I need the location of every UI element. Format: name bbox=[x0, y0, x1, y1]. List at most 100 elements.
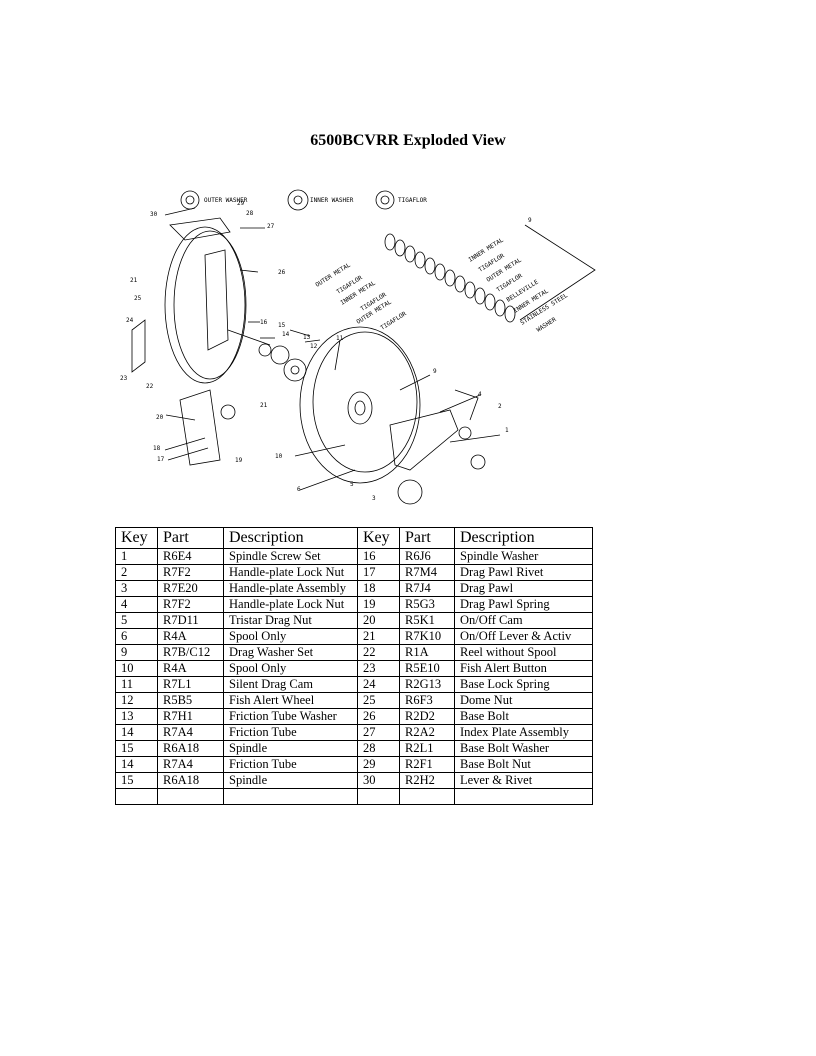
key-cell: 5 bbox=[115, 612, 158, 629]
key-cell: 11 bbox=[115, 676, 158, 693]
key-cell: 29 bbox=[357, 756, 400, 773]
callout-number: 28 bbox=[246, 210, 254, 217]
callout-number: 16 bbox=[260, 319, 268, 326]
table-header-row: Key Part Description Key Part Descriptio… bbox=[115, 527, 593, 549]
callout-number: 9 bbox=[528, 217, 532, 224]
callout-number: 17 bbox=[157, 456, 165, 463]
callout-number: 20 bbox=[156, 414, 164, 421]
key-cell: 15 bbox=[115, 772, 158, 789]
callout-number: 19 bbox=[235, 457, 243, 464]
callout-number: 29 bbox=[237, 200, 245, 207]
description-cell: Silent Drag Cam bbox=[223, 676, 358, 693]
part-cell: R7A4 bbox=[157, 756, 224, 773]
description-cell: Spindle Screw Set bbox=[223, 548, 358, 565]
description-cell: Handle-plate Lock Nut bbox=[223, 564, 358, 581]
key-cell: 27 bbox=[357, 724, 400, 741]
description-cell: Spindle bbox=[223, 740, 358, 757]
part-cell: R7B/C12 bbox=[157, 644, 224, 661]
key-cell: 17 bbox=[357, 564, 400, 581]
callout-number: 14 bbox=[282, 331, 290, 338]
part-cell: R7D11 bbox=[157, 612, 224, 629]
part-cell: R5B5 bbox=[157, 692, 224, 709]
callout-number: 1 bbox=[505, 427, 509, 434]
description-cell: Drag Pawl bbox=[454, 580, 593, 597]
key-cell: 25 bbox=[357, 692, 400, 709]
description-cell: On/Off Cam bbox=[454, 612, 593, 629]
part-cell: R7F2 bbox=[157, 596, 224, 613]
callout-number: 4 bbox=[478, 391, 482, 398]
callout-number: 10 bbox=[275, 453, 283, 460]
page-title: 6500BCVRR Exploded View bbox=[310, 132, 506, 149]
part-cell: R2L1 bbox=[399, 740, 455, 757]
key-cell: 9 bbox=[115, 644, 158, 661]
stack-right-label: WASHER bbox=[535, 316, 557, 334]
callout-number: 9 bbox=[433, 368, 437, 375]
key-cell: 23 bbox=[357, 660, 400, 677]
key-cell: 18 bbox=[357, 580, 400, 597]
key-cell: 14 bbox=[115, 756, 158, 773]
description-cell: Dome Nut bbox=[454, 692, 593, 709]
callout-number: 26 bbox=[278, 269, 286, 276]
key-cell: 21 bbox=[357, 628, 400, 645]
part-cell: R7F2 bbox=[157, 564, 224, 581]
description-cell: Index Plate Assembly bbox=[454, 724, 593, 741]
callout-number: 30 bbox=[150, 211, 158, 218]
key-cell: 26 bbox=[357, 708, 400, 725]
callout-number: 2 bbox=[498, 403, 502, 410]
table-trailing-rule bbox=[115, 788, 593, 805]
description-cell: Base Lock Spring bbox=[454, 676, 593, 693]
key-cell: 2 bbox=[115, 564, 158, 581]
callout-number: 21 bbox=[260, 402, 268, 409]
column-header-part: Part bbox=[157, 527, 224, 549]
part-cell: R2G13 bbox=[399, 676, 455, 693]
description-cell: Spool Only bbox=[223, 660, 358, 677]
key-cell: 4 bbox=[115, 596, 158, 613]
part-cell: R5G3 bbox=[399, 596, 455, 613]
key-cell: 12 bbox=[115, 692, 158, 709]
key-cell: 10 bbox=[115, 660, 158, 677]
description-cell: Lever & Rivet bbox=[454, 772, 593, 789]
description-cell: Friction Tube bbox=[223, 724, 358, 741]
description-cell: Base Bolt Washer bbox=[454, 740, 593, 757]
callout-number: 18 bbox=[153, 445, 161, 452]
column-header-description: Description bbox=[454, 527, 593, 549]
callout-number: 11 bbox=[336, 335, 344, 342]
part-cell: R5E10 bbox=[399, 660, 455, 677]
description-cell: Spindle Washer bbox=[454, 548, 593, 565]
description-cell: Friction Tube Washer bbox=[223, 708, 358, 725]
key-cell: 20 bbox=[357, 612, 400, 629]
part-cell: R6E4 bbox=[157, 548, 224, 565]
description-cell: Fish Alert Button bbox=[454, 660, 593, 677]
column-header-description: Description bbox=[223, 527, 358, 549]
description-cell: Spindle bbox=[223, 772, 358, 789]
callout-number: 12 bbox=[310, 343, 318, 350]
key-cell: 16 bbox=[357, 548, 400, 565]
key-cell: 1 bbox=[115, 548, 158, 565]
description-cell: Base Bolt Nut bbox=[454, 756, 593, 773]
key-cell: 3 bbox=[115, 580, 158, 597]
description-cell: Drag Washer Set bbox=[223, 644, 358, 661]
key-cell: 15 bbox=[115, 740, 158, 757]
legend-outer-washer: OUTER WASHER bbox=[204, 197, 248, 204]
legend-tigaflor: TIGAFLOR bbox=[398, 197, 427, 204]
part-cell: R6J6 bbox=[399, 548, 455, 565]
part-cell: R7A4 bbox=[157, 724, 224, 741]
part-cell: R4A bbox=[157, 628, 224, 645]
callout-number: 3 bbox=[372, 495, 376, 502]
description-cell: Handle-plate Assembly bbox=[223, 580, 358, 597]
description-cell: Handle-plate Lock Nut bbox=[223, 596, 358, 613]
callout-number: 5 bbox=[350, 481, 354, 488]
part-cell: R2F1 bbox=[399, 756, 455, 773]
part-cell: R6A18 bbox=[157, 740, 224, 757]
column-header-part: Part bbox=[399, 527, 455, 549]
key-cell: 28 bbox=[357, 740, 400, 757]
